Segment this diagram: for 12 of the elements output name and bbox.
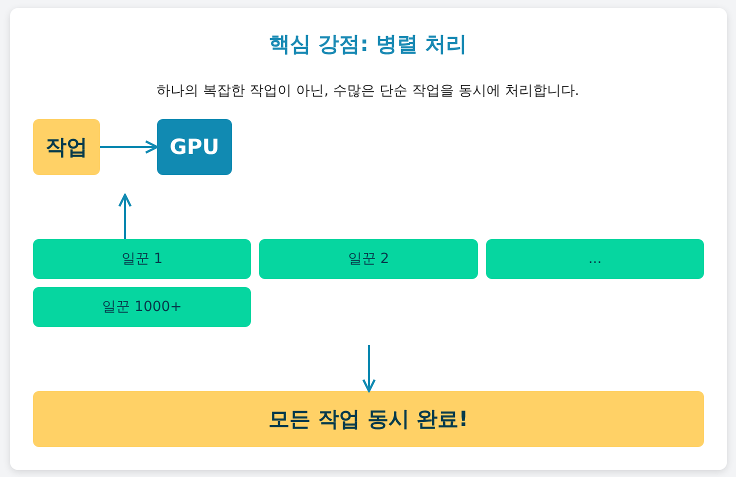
result-box: 모든 작업 동시 완료! <box>33 391 704 447</box>
diagram-title: 핵심 강점: 병렬 처리 <box>268 31 468 58</box>
arrow <box>100 140 158 154</box>
worker-box: 일꾼 2 <box>259 239 478 279</box>
subtitle-text: 하나의 복잡한 작업이 아닌, 수많은 단순 작업을 동시에 처리합니다. <box>156 82 580 100</box>
worker-box: ... <box>486 239 704 279</box>
gpu-box: GPU <box>157 119 232 175</box>
worker-box: 일꾼 1 <box>33 239 251 279</box>
arrow <box>362 345 376 392</box>
arrow <box>118 194 132 239</box>
worker-box: 일꾼 1000+ <box>33 287 251 327</box>
task-box: 작업 <box>33 119 100 175</box>
